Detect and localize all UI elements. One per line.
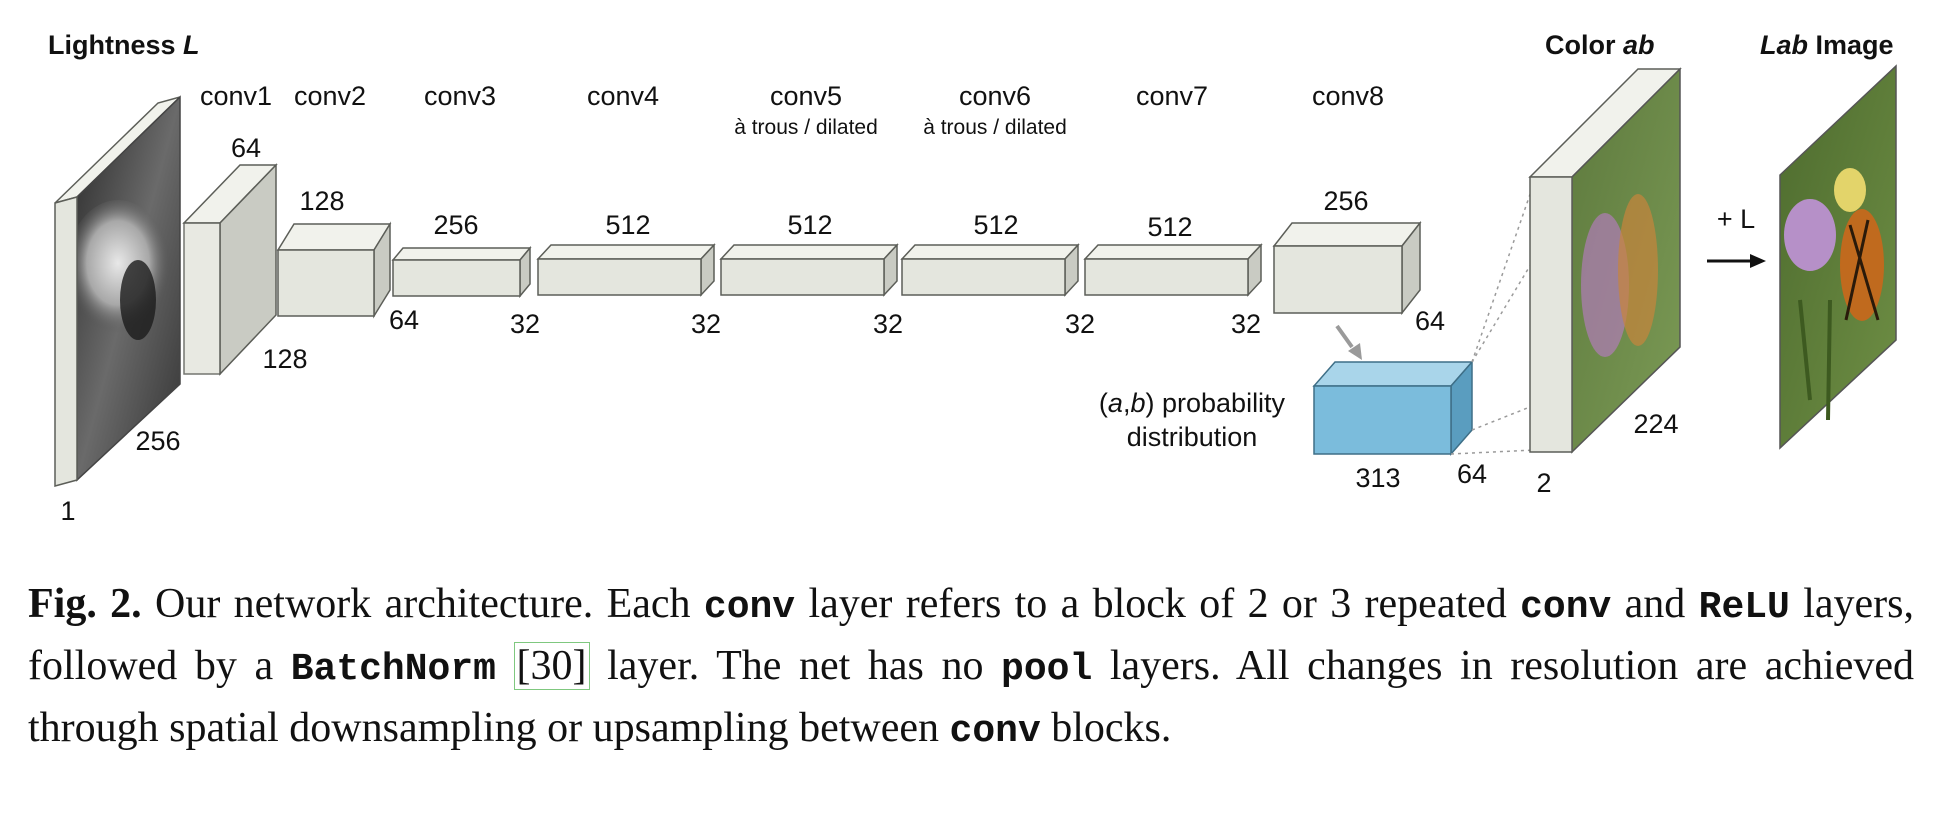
conv7-block [1083,243,1263,297]
conv5-sublabel: à trous / dilated [734,116,878,139]
conv1-channels: 64 [231,133,261,163]
color-ab-image [1528,67,1682,454]
ab-size: 224 [1633,409,1678,439]
conv5-block [719,243,899,297]
plus-l-arrow [1707,254,1766,268]
conv7-size: 32 [1231,309,1261,339]
lab-image [1779,64,1897,450]
architecture-diagram: Lightness L Color ab Lab Image conv1 con… [48,30,1897,526]
conv6-label: conv6 [959,81,1031,111]
conv5-channels: 512 [787,210,832,240]
conv4-block [536,243,716,297]
prob-label-line1: (a,b) probability [1099,388,1286,418]
conv7-channels: 512 [1147,212,1192,242]
conv7-label: conv7 [1136,81,1208,111]
conv6-channels: 512 [973,210,1018,240]
conv3-block [391,245,532,299]
conv8-channels: 256 [1323,186,1368,216]
ab-channels: 2 [1536,468,1551,498]
probability-distribution-block [1312,360,1474,456]
conv4-channels: 512 [605,210,650,240]
input-lightness-image [54,95,181,487]
conv2-size: 64 [389,305,419,335]
conv2-label: conv2 [294,81,366,111]
conv4-label: conv4 [587,81,659,111]
conv8-label: conv8 [1312,81,1384,111]
figure-caption: Fig. 2. Our network architecture. Each c… [28,581,1914,753]
figure-number: Fig. 2. [28,581,142,627]
conv6-size: 32 [1065,309,1095,339]
conv6-block [900,243,1080,297]
input-size: 256 [135,426,180,456]
conv1-size: 128 [262,344,307,374]
plus-l-label: + L [1717,204,1755,234]
conv1-block [182,163,278,376]
conv3-size: 32 [510,309,540,339]
conv3-channels: 256 [433,210,478,240]
conv8-size: 64 [1415,306,1445,336]
prob-label-line2: distribution [1127,422,1258,452]
conv2-block [276,221,392,319]
input-channels: 1 [60,496,75,526]
prob-size: 64 [1457,459,1487,489]
conv1-label: conv1 [200,81,272,111]
lab-image-label: Lab Image [1760,30,1894,60]
conv2-channels: 128 [299,186,344,216]
conv8-to-prob-arrow [1335,324,1362,360]
conv5-size: 32 [873,309,903,339]
prob-channels: 313 [1355,463,1400,493]
color-ab-label: Color ab [1545,30,1655,60]
conv4-size: 32 [691,309,721,339]
conv3-label: conv3 [424,81,496,111]
lightness-label: Lightness L [48,30,200,60]
citation-link[interactable]: [30] [513,642,590,690]
conv6-sublabel: à trous / dilated [923,116,1067,139]
conv5-label: conv5 [770,81,842,111]
conv8-block [1272,220,1422,316]
